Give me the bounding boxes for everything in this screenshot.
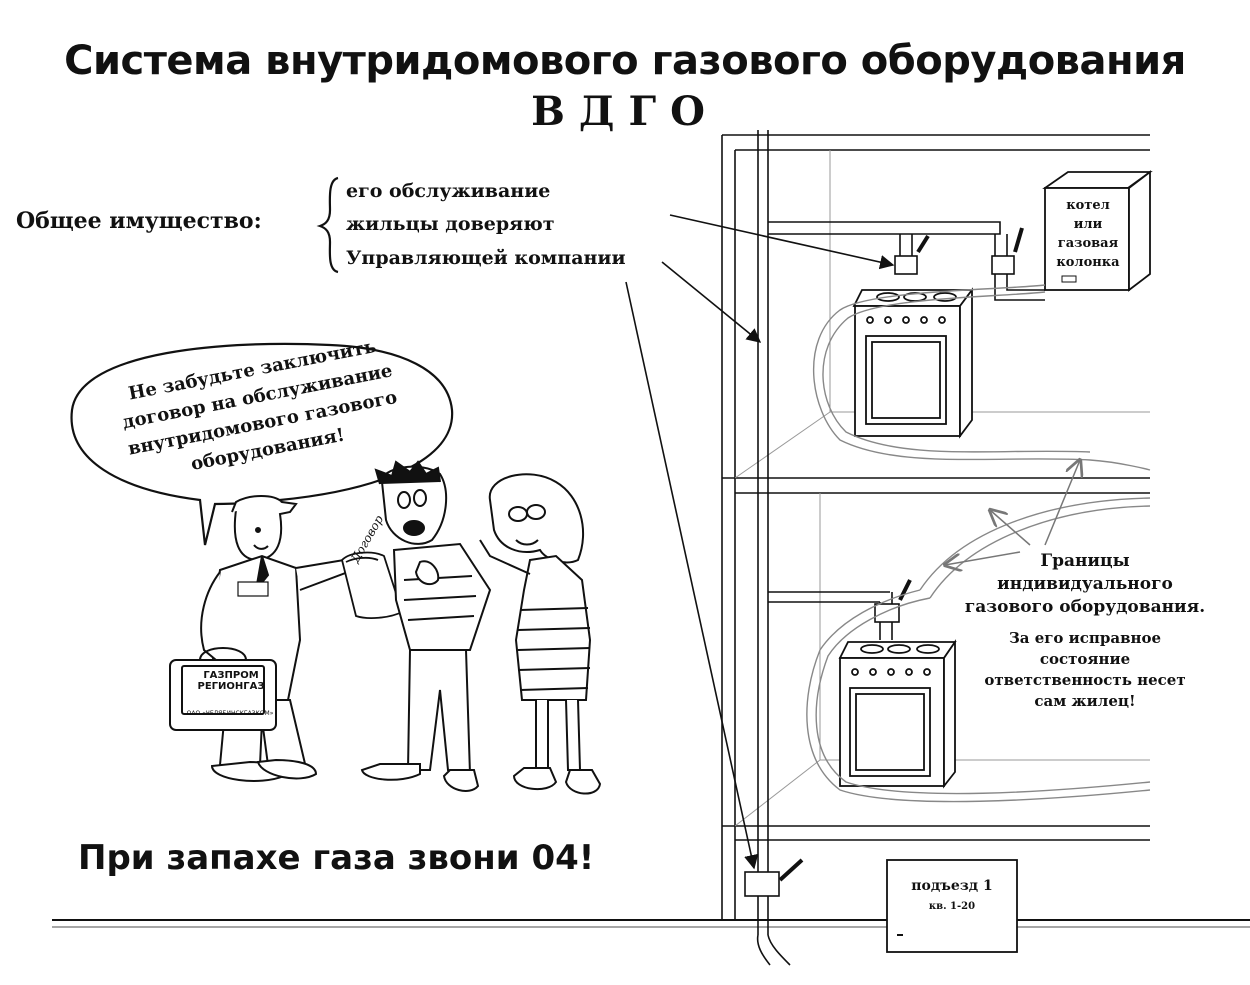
- boundary-title-line: Границы: [1040, 551, 1130, 571]
- boundary-arrows: [945, 460, 1080, 565]
- boundary-title-line: газового оборудования.: [964, 597, 1206, 617]
- door-icon: [886, 859, 1018, 953]
- gas-worker-figure: [169, 495, 350, 782]
- resident-man-figure: [360, 460, 492, 792]
- boiler-label-line: котел: [1066, 198, 1110, 213]
- gas-pipe-icon: [756, 130, 1045, 966]
- boundary-title-line: индивидуального: [997, 574, 1173, 594]
- contract-paper: [341, 551, 404, 619]
- gas-bag-logo: ГАЗПРОМ РЕГИОНГАЗ: [196, 670, 266, 692]
- ground-line: [52, 919, 1250, 928]
- boundary-title: Границы индивидуального газового оборудо…: [930, 550, 1240, 619]
- boiler-label: котел или газовая колонка: [1050, 196, 1126, 272]
- entrance-title: подъезд 1: [911, 878, 993, 894]
- boiler-label-line: колонка: [1056, 255, 1120, 270]
- resident-woman-figure: [479, 473, 602, 795]
- boiler-label-line: газовая: [1057, 236, 1119, 251]
- common-property-line: жильцы доверяют: [346, 213, 555, 235]
- common-property-label: Общее имущество:: [16, 208, 262, 234]
- page-subtitle: ВДГО: [531, 88, 719, 135]
- entrance-flats: кв. 1-20: [928, 901, 976, 912]
- boiler-label-line: или: [1073, 217, 1103, 232]
- boundary-responsibility-line: За его исправное: [1008, 629, 1162, 647]
- individual-boundary-outline: [806, 284, 1151, 803]
- boundary-responsibility-line: ответственность несет: [984, 671, 1186, 689]
- gas-stove-icon: [838, 639, 957, 789]
- common-property-arrows: [625, 214, 895, 870]
- page-title: Система внутридомового газового оборудов…: [64, 38, 1186, 84]
- gas-stove-icon: [852, 287, 974, 439]
- boundary-responsibility: За его исправное состояние ответственнос…: [950, 628, 1220, 712]
- common-property-line: Управляющей компании: [346, 247, 626, 269]
- emergency-notice: При запахе газа звони 04!: [78, 838, 595, 878]
- brace: [316, 176, 339, 274]
- boundary-responsibility-line: сам жилец!: [1034, 692, 1136, 710]
- boundary-responsibility-line: состояние: [1039, 650, 1131, 668]
- common-property-line: его обслуживание: [346, 180, 551, 202]
- gas-bag-logo-line: ГАЗПРОМ: [203, 670, 259, 681]
- gas-bag-company: ОАО «ЧЕЛЯБИНСКГАЗКОМ»: [186, 710, 274, 717]
- boiler-icon: [1042, 170, 1153, 292]
- gas-bag-logo-line: РЕГИОНГАЗ: [197, 681, 265, 692]
- gas-valve-icon: [744, 227, 1024, 897]
